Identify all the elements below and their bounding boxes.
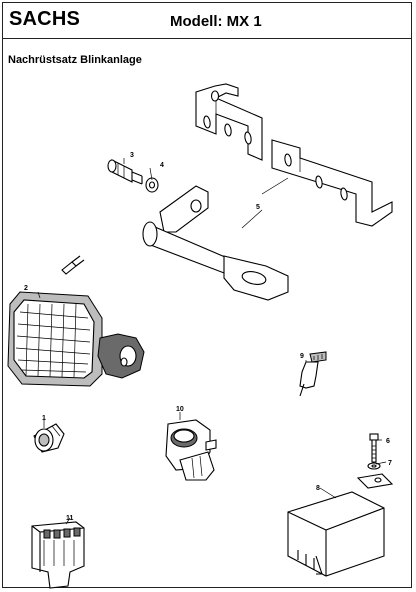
bulb-part-1	[33, 423, 65, 453]
bracket-lower	[271, 139, 393, 227]
bracket-upper	[195, 83, 263, 161]
turn-signal-lamp-part-2	[7, 291, 145, 387]
callout-6: 6	[386, 438, 390, 445]
washer-part-7	[367, 462, 381, 470]
leader-lines	[37, 158, 387, 525]
callout-4: 4	[160, 162, 164, 169]
washer-part-4	[145, 177, 159, 193]
brand-title: SACHS	[9, 8, 81, 30]
page-subtitle: Nachrüstsatz Blinkanlage	[8, 54, 142, 66]
bolt-part-6	[369, 433, 379, 463]
callout-3: 3	[130, 152, 134, 159]
callout-1: 1	[42, 415, 46, 422]
small-screw	[61, 255, 85, 275]
flasher-relay-part-8	[287, 473, 394, 577]
callout-8: 8	[316, 485, 320, 492]
model-title: Modell: MX 1	[170, 13, 262, 30]
header-divider	[2, 38, 412, 39]
mount-arm-part-5	[142, 185, 289, 301]
page-frame	[2, 2, 412, 588]
callout-labels: 1 2 3 4 5 6 7 8 9 10 11	[24, 152, 392, 522]
callout-2: 2	[24, 285, 28, 292]
switch-part-10	[165, 419, 217, 481]
bulb-holder-part-9	[299, 351, 327, 397]
callout-9: 9	[300, 353, 304, 360]
callout-11: 11	[66, 515, 74, 522]
callout-10: 10	[176, 406, 184, 413]
callout-5: 5	[256, 204, 260, 211]
screw-part-3	[107, 159, 143, 185]
connector-part-11	[31, 521, 85, 589]
callout-7: 7	[388, 460, 392, 467]
